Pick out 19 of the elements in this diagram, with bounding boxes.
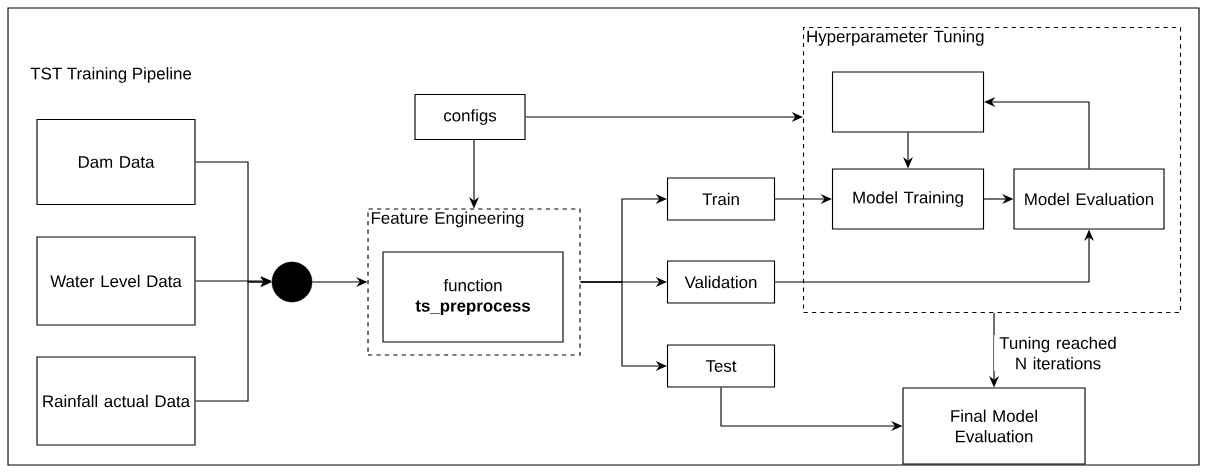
process-box: Water Level Data [36,236,196,326]
arrow [774,194,832,204]
edge-label: Tuning reached N iterations [994,335,1122,371]
process-box: configs [414,93,526,141]
process-box: Dam Data [36,118,196,206]
arrow [984,97,1090,169]
process-box: Model Evaluation [1013,168,1165,230]
process-box: Train [666,177,776,221]
process-box [831,71,985,133]
junction-dot [271,261,313,303]
process-box: Model Training [831,168,985,230]
process-box: Test [666,344,776,388]
process-box: Validation [666,260,776,304]
arrow [525,112,803,122]
process-box: Final Model Evaluation [902,387,1086,465]
arrow [580,281,667,371]
process-box: function ts_preprocess [382,251,564,343]
diagram-title: TST Training Pipeline [30,67,192,83]
process-box: Rainfall actual Data [36,356,196,446]
